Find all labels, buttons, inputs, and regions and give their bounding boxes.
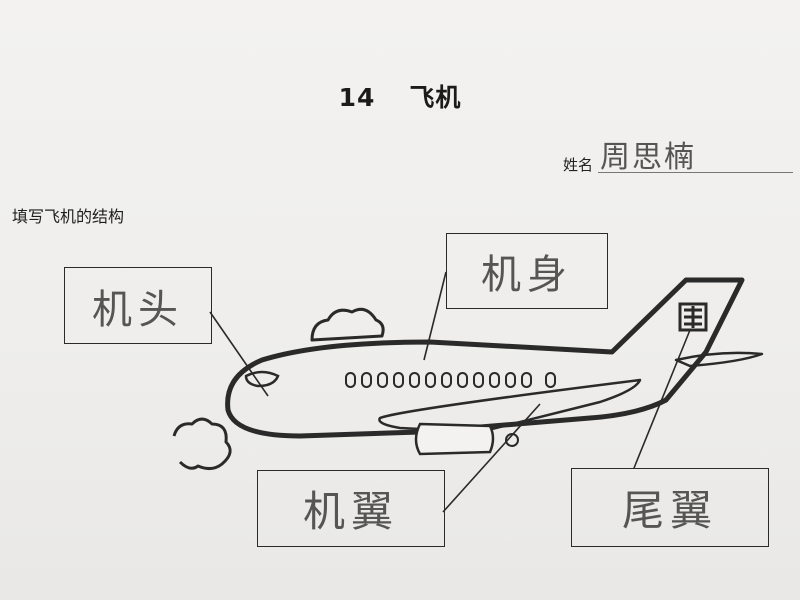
- instruction-text: 填写飞机的结构: [12, 207, 125, 226]
- tail-logo-icon: [678, 302, 708, 332]
- lesson-number: 14: [338, 83, 376, 112]
- fuselage-outline: [225, 277, 745, 439]
- cockpit-window: [244, 370, 280, 388]
- pointer-fuselage: [423, 271, 447, 361]
- pointer-nose: [209, 311, 269, 397]
- passenger-windows: [345, 372, 556, 388]
- answer-tail: 尾翼: [621, 486, 718, 535]
- tail-stabilizer: [674, 351, 764, 368]
- answer-box-wing[interactable]: 机翼: [257, 470, 445, 547]
- cloud-icon: [310, 307, 385, 342]
- student-name-handwritten: 周思楠: [600, 140, 696, 175]
- answer-fuselage: 机身: [481, 252, 573, 298]
- answer-wing: 机翼: [302, 487, 399, 536]
- engine: [414, 422, 495, 456]
- answer-box-fuselage[interactable]: 机身: [446, 233, 608, 309]
- pointer-tail: [633, 329, 691, 469]
- lesson-title: 飞机: [409, 83, 462, 112]
- pointer-wing: [442, 403, 541, 513]
- answer-box-nose[interactable]: 机头: [64, 267, 212, 344]
- main-wing: [378, 378, 642, 434]
- name-underline: [598, 172, 793, 173]
- name-label: 姓名: [563, 156, 594, 174]
- answer-nose: 机头: [92, 286, 184, 333]
- answer-box-tail[interactable]: 尾翼: [571, 468, 769, 547]
- page-title: 14 飞机: [0, 78, 800, 114]
- cloud-icon: [172, 417, 232, 471]
